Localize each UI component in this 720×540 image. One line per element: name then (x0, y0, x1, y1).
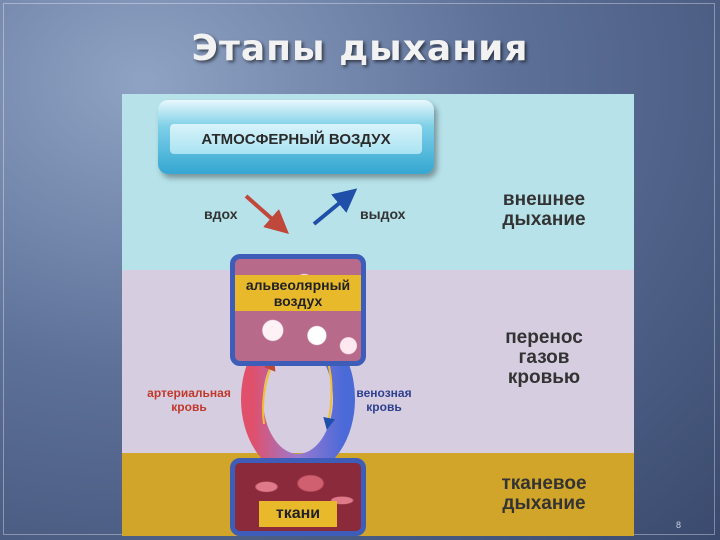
arrows-and-ring (241, 188, 358, 476)
gas-transport-band (122, 270, 634, 453)
respiration-diagram: АТМОСФЕРНЫЙ ВОЗДУХ вдох выдох альвеолярн… (122, 94, 634, 536)
alveoli-block: альвеолярный воздух (230, 254, 366, 366)
tissue-respiration-band (122, 453, 634, 536)
venous-blood-label: венозная кровь (356, 386, 412, 414)
exhale-label: выдох (360, 206, 406, 222)
exhale-arrow (312, 188, 358, 226)
tissue-block: ткани (230, 458, 366, 536)
page-number: 8 (676, 520, 682, 530)
inhale-label: вдох (204, 206, 238, 222)
tissue-label: ткани (259, 501, 337, 527)
external-respiration-label: внешнее дыхание (502, 189, 586, 230)
atmosphere-box: АТМОСФЕРНЫЙ ВОЗДУХ (158, 100, 434, 174)
inhale-arrow (244, 194, 289, 234)
arterial-blood-label: артериальная кровь (147, 386, 231, 414)
tissue-respiration-label: тканевое дыхание (501, 473, 587, 514)
atmosphere-label: АТМОСФЕРНЫЙ ВОЗДУХ (170, 124, 422, 154)
alveolar-air-label: альвеолярный воздух (235, 275, 361, 311)
slide-title: Этапы дыхания (191, 28, 529, 69)
arterial-flow-arrow (262, 358, 276, 425)
gas-transport-label: перенос газов кровью (505, 327, 583, 388)
